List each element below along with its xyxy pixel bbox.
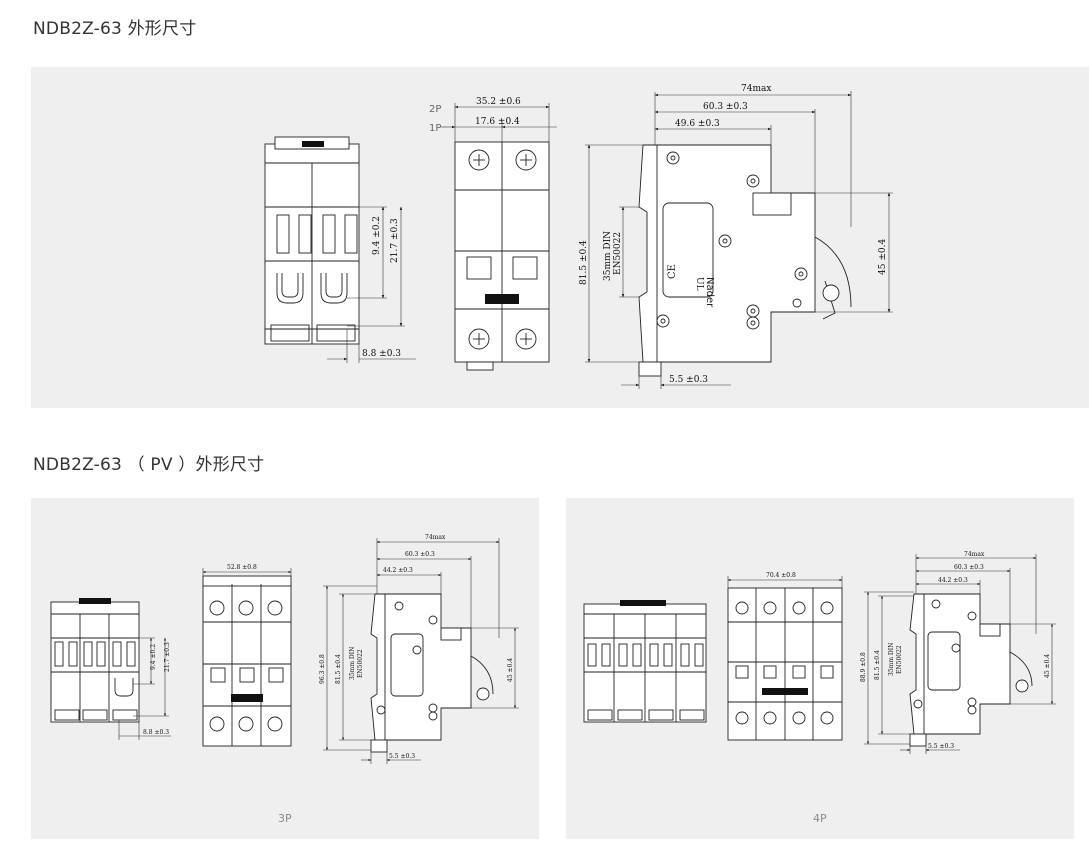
pv4p-front-view	[583, 600, 707, 723]
pv3p-dim-bottom-offset: 5.5 ±0.3	[389, 753, 415, 760]
face-view	[454, 141, 550, 371]
pv3p-front-view	[50, 598, 140, 723]
pv3p-dim-height: 81.5 ±0.4	[335, 654, 342, 684]
pv4p-face-dims	[727, 576, 843, 588]
drawing-panel-standard: 9.4 ±0.2 21.7 ±0.3 8.8 ±0.3 2P 1P 35.2 ±…	[31, 67, 1089, 408]
section-title-standard: NDB2Z-63 外形尺寸	[33, 19, 197, 39]
brand-logo: Nader	[704, 277, 715, 308]
pv3p-face-dims	[202, 568, 292, 576]
dim-depth-1: 60.3 ±0.3	[703, 102, 748, 112]
pv3p-side-dims	[323, 538, 519, 764]
pv4p-dim-depth-2: 44.2 ±0.3	[938, 577, 968, 584]
pv3p-dim-right-height: 45 ±0.4	[507, 658, 514, 682]
front-view	[264, 136, 360, 345]
side-dimension-lines	[585, 91, 893, 389]
dim-front-inner: 9.4 ±0.2	[372, 216, 382, 255]
pv4p-dim-height: 81.5 ±0.4	[874, 650, 881, 680]
pv3p-front-dims	[118, 637, 171, 740]
pv4p-face-view	[727, 587, 843, 741]
pv3p-side-view	[370, 593, 494, 753]
caption-3p: 3P	[278, 812, 292, 825]
dim-depth-2: 49.6 ±0.3	[675, 119, 720, 129]
pv4p-side-view	[909, 593, 1033, 747]
side-view: CE Nader UL	[638, 144, 852, 377]
dim-right-height: 45 ±0.4	[878, 239, 888, 275]
pv3p-dim-width: 52.8 ±0.8	[227, 564, 257, 571]
dim-width-1p: 17.6 ±0.4	[475, 117, 520, 127]
pv3p-face-view	[202, 575, 292, 747]
pv4p-side-dims	[864, 554, 1056, 754]
pv3p-dim-din-standard: EN50022	[357, 649, 364, 678]
pv3p-dim-height-total: 96.3 ±0.8	[319, 654, 326, 684]
dim-din-standard: EN50022	[613, 232, 623, 275]
pv3p-dim-front-inner: 9.4 ±0.2	[150, 644, 157, 670]
pv3p-dim-front-outer: 21.7 ±0.3	[164, 642, 171, 672]
dim-max-depth: 74max	[741, 84, 771, 94]
pole-label-2p: 2P	[429, 104, 441, 115]
pv4p-dim-width: 70.4 ±0.8	[766, 572, 796, 579]
dim-front-bottom: 8.8 ±0.3	[362, 349, 401, 359]
pv4p-dim-bottom-offset: 5.5 ±0.3	[928, 743, 954, 750]
pv3p-dim-depth-1: 60.3 ±0.3	[405, 551, 435, 558]
pv4p-dim-din-standard: EN50022	[896, 645, 903, 674]
dimension-drawing-standard: 9.4 ±0.2 21.7 ±0.3 8.8 ±0.3 2P 1P 35.2 ±…	[264, 84, 893, 389]
front-dimension-lines	[327, 206, 416, 363]
pv4p-dim-din: 35mm DIN	[888, 643, 895, 676]
section-title-pv: NDB2Z-63 （ PV ）外形尺寸	[33, 455, 265, 475]
dim-bottom-offset: 5.5 ±0.3	[669, 375, 708, 385]
pv3p-dim-max-depth: 74max	[425, 534, 446, 541]
dim-front-outer: 21.7 ±0.3	[390, 218, 400, 263]
pv3p-dim-depth-2: 44.2 ±0.3	[383, 567, 413, 574]
face-dimension-lines	[441, 103, 557, 142]
pv4p-dim-right-height: 45 ±0.4	[1044, 654, 1051, 678]
drawing-panel-pv-4p: 70.4 ±0.8 74max 60.3 ±0.3 44.2 ±0.3 88.9…	[566, 498, 1074, 839]
pv3p-dim-din: 35mm DIN	[349, 647, 356, 680]
dimension-drawing-pv-4p: 70.4 ±0.8 74max 60.3 ±0.3 44.2 ±0.3 88.9…	[583, 551, 1056, 754]
pv4p-dim-max-depth: 74max	[964, 551, 985, 558]
pole-label-1p: 1P	[429, 123, 441, 134]
caption-4p: 4P	[813, 812, 827, 825]
dimension-drawing-pv-3p: 9.4 ±0.2 21.7 ±0.3 8.8 ±0.3 52.8 ±0.8	[50, 534, 519, 764]
rating-mark: UL	[694, 277, 704, 291]
ce-mark: CE	[667, 264, 678, 279]
dim-width-2p: 35.2 ±0.6	[476, 97, 521, 107]
pv4p-dim-depth-1: 60.3 ±0.3	[954, 564, 984, 571]
drawing-panel-pv-3p: 9.4 ±0.2 21.7 ±0.3 8.8 ±0.3 52.8 ±0.8	[31, 498, 539, 839]
pv3p-dim-front-bottom: 8.8 ±0.3	[143, 729, 169, 736]
dim-din: 35mm DIN	[603, 231, 613, 281]
pv4p-dim-height-total: 88.9 ±0.8	[860, 652, 867, 682]
dim-height: 81.5 ±0.4	[579, 240, 589, 285]
